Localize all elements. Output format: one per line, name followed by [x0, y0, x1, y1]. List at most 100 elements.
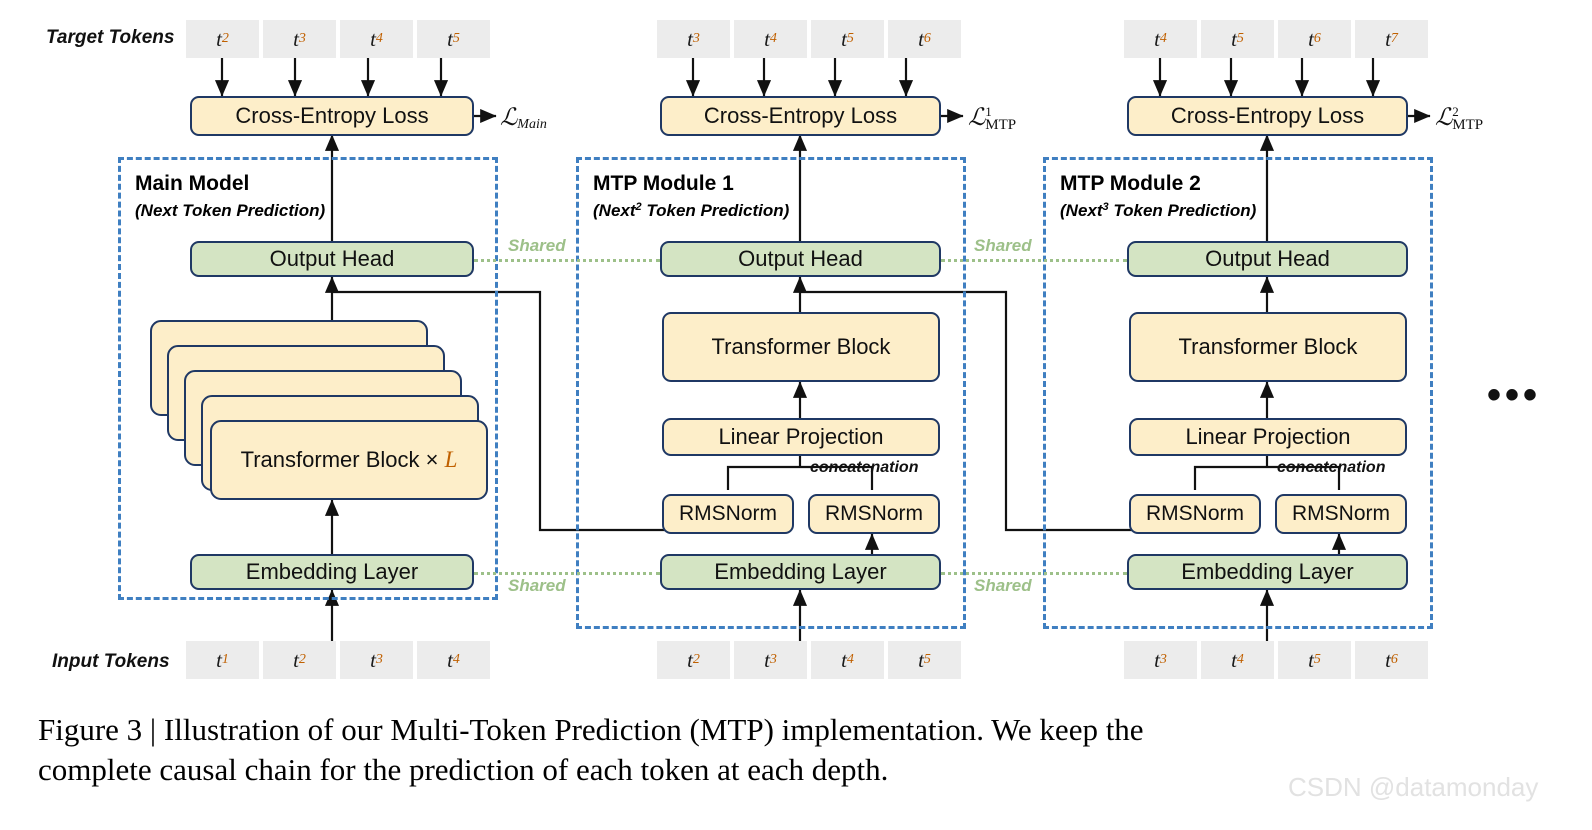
shared-label-output-head-1: Shared	[508, 236, 566, 255]
caption-line-2: complete causal chain for the prediction…	[38, 751, 889, 787]
loss-script-l: ℒ	[968, 103, 986, 131]
mtp-module-1-title: MTP Module 1	[593, 172, 734, 195]
output-head-mtp1[interactable]: Output Head	[660, 241, 941, 277]
token-sub: 1	[221, 652, 229, 667]
rmsnorm-right-mtp2[interactable]: RMSNorm	[1275, 494, 1407, 534]
token-sub: 3	[769, 652, 777, 667]
token-sub: 4	[769, 31, 777, 46]
loss-symbol-mtp1: ℒ 1 MTP	[968, 103, 1016, 133]
token-base: t	[1154, 26, 1160, 51]
embedding-layer-mtp1[interactable]: Embedding Layer	[660, 554, 941, 590]
mtp1-subtitle-sup: 2	[635, 201, 642, 213]
transformer-block-mtp1[interactable]: Transformer Block	[662, 312, 940, 382]
token-base: t	[841, 647, 847, 672]
shared-link-embedding-1	[474, 572, 660, 575]
transformer-block-layer-1[interactable]: Transformer Block × L	[210, 420, 488, 500]
mtp-module-2-title: MTP Module 2	[1060, 172, 1201, 195]
embedding-layer-mtp2[interactable]: Embedding Layer	[1127, 554, 1408, 590]
output-head-mtp2[interactable]: Output Head	[1127, 241, 1408, 277]
cross-entropy-loss-main[interactable]: Cross-Entropy Loss	[190, 96, 474, 136]
transformer-block-mtp2[interactable]: Transformer Block	[1129, 312, 1407, 382]
main-model-title: Main Model	[135, 172, 250, 195]
rmsnorm-right-mtp1[interactable]: RMSNorm	[808, 494, 940, 534]
token-sub: 3	[375, 652, 383, 667]
figure-caption: Figure 3 | Illustration of our Multi-Tok…	[38, 710, 1538, 789]
output-head-main[interactable]: Output Head	[190, 241, 474, 277]
shared-link-output-head-1	[474, 259, 660, 262]
loss-script-l: ℒ	[500, 103, 518, 131]
token-base: t	[370, 647, 376, 672]
embedding-layer-main[interactable]: Embedding Layer	[190, 554, 474, 590]
rmsnorm-left-mtp2[interactable]: RMSNorm	[1129, 494, 1261, 534]
token-sub: 4	[1236, 652, 1244, 667]
token-sub: 3	[298, 31, 306, 46]
token-sub: 4	[375, 31, 383, 46]
token-base: t	[1231, 26, 1237, 51]
token-sub: 5	[846, 31, 854, 46]
mtp2-subtitle-pre: (Next	[1060, 201, 1103, 220]
loss-subscript: Main	[517, 117, 547, 132]
token-sub: 5	[923, 652, 931, 667]
token-base: t	[918, 647, 924, 672]
token-base: t	[1308, 26, 1314, 51]
token-sub: 4	[846, 652, 854, 667]
shared-label-embedding-1: Shared	[508, 576, 566, 595]
token-base: t	[1154, 647, 1160, 672]
linear-projection-mtp2[interactable]: Linear Projection	[1129, 418, 1407, 456]
token-sub: 5	[1313, 652, 1321, 667]
caption-line-1: Figure 3 | Illustration of our Multi-Tok…	[38, 712, 1144, 747]
token-sub: 6	[1313, 31, 1321, 46]
token-base: t	[764, 647, 770, 672]
mtp2-subtitle-post: Token Prediction)	[1108, 201, 1257, 220]
transformer-label-text: Transformer Block ×	[240, 447, 445, 472]
frame-main-model	[118, 157, 498, 600]
token-base: t	[918, 26, 924, 51]
token-base: t	[1231, 647, 1237, 672]
rmsnorm-left-mtp1[interactable]: RMSNorm	[662, 494, 794, 534]
mtp2-subtitle-sup: 3	[1102, 201, 1109, 213]
loss-symbol-main: ℒMain	[500, 103, 547, 133]
shared-link-embedding-2	[941, 572, 1127, 575]
cross-entropy-loss-mtp1[interactable]: Cross-Entropy Loss	[660, 96, 941, 136]
mtp1-subtitle-pre: (Next	[593, 201, 636, 220]
token-base: t	[447, 26, 453, 51]
shared-label-embedding-2: Shared	[974, 576, 1032, 595]
concatenation-label-mtp1: concatenation	[810, 459, 919, 476]
mtp-module-2-subtitle: (Next3 Token Prediction)	[1060, 201, 1256, 221]
token-base: t	[293, 26, 299, 51]
token-sub: 7	[1390, 31, 1398, 46]
token-base: t	[216, 647, 222, 672]
token-sub: 4	[1159, 31, 1167, 46]
token-sub: 3	[692, 31, 700, 46]
main-model-subtitle-post: Token Prediction)	[177, 201, 326, 220]
token-sub: 3	[1159, 652, 1167, 667]
loss-subscript: MTP	[985, 117, 1017, 134]
loss-superscript: 2	[1452, 104, 1459, 120]
cross-entropy-loss-mtp2[interactable]: Cross-Entropy Loss	[1127, 96, 1408, 136]
token-sub: 5	[1236, 31, 1244, 46]
linear-projection-mtp1[interactable]: Linear Projection	[662, 418, 940, 456]
input-tokens-label: Input Tokens	[52, 651, 170, 672]
